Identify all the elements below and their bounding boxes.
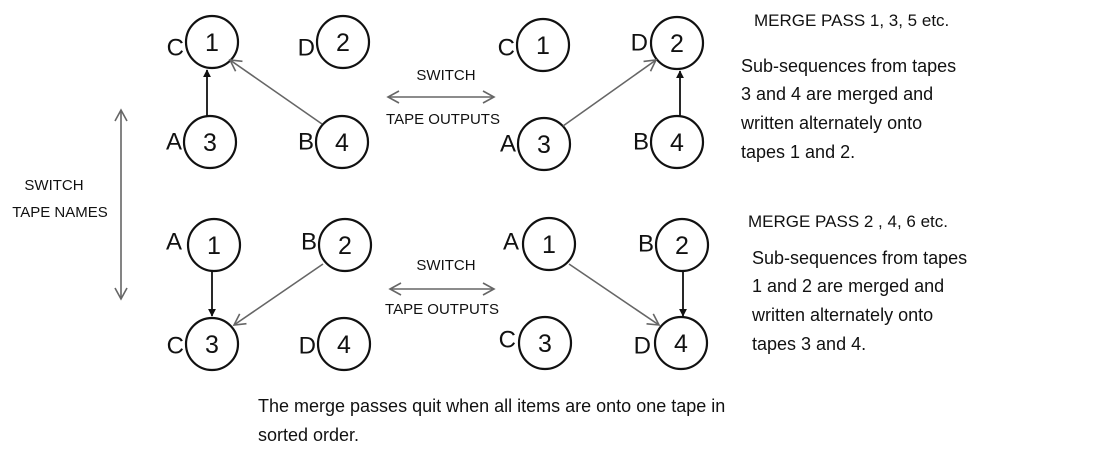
tape-label: D	[631, 30, 648, 57]
tape-number: 1	[542, 231, 556, 259]
pass2-desc-line: tapes 3 and 4.	[752, 334, 866, 354]
switch-tape-outputs-top: SWITCH TAPE OUTPUTS	[386, 67, 500, 128]
tape-circle	[516, 116, 572, 172]
tape-number: 4	[337, 331, 351, 359]
tape-circle	[316, 316, 372, 372]
tape-number: 2	[670, 30, 684, 58]
tape-label: C	[499, 327, 516, 354]
tape-label: C	[167, 35, 184, 62]
tape-label: B	[301, 229, 317, 256]
tape-label: B	[298, 129, 314, 156]
tape-number: 1	[536, 32, 550, 60]
tape-circle	[314, 114, 370, 170]
pass1-desc-line: Sub-sequences from tapes	[741, 56, 956, 76]
switch-label: SWITCH	[416, 67, 475, 84]
pass1-before-group: 1 C 2 D 3 A 4 B	[166, 14, 371, 170]
tape-label: A	[503, 229, 519, 256]
tape-label: C	[498, 35, 515, 62]
tape-number: 1	[205, 29, 219, 57]
tape-circle	[517, 315, 573, 371]
tape-circle	[515, 17, 571, 73]
tape-label: A	[500, 131, 516, 158]
merge-arrow	[562, 59, 658, 127]
pass2-after-group: 1 A 2 B 3 C 4 D	[499, 216, 710, 371]
tape-number: 2	[338, 232, 352, 260]
tape-label: D	[634, 333, 651, 360]
footer-line: The merge passes quit when all items are…	[258, 396, 725, 416]
tape-number: 4	[674, 330, 688, 358]
tape-label: C	[167, 333, 184, 360]
tape-circle	[521, 216, 577, 272]
tape-circle	[182, 114, 238, 170]
switch-tape-outputs-bottom: SWITCH TAPE OUTPUTS	[385, 257, 499, 318]
tape-number: 2	[336, 29, 350, 57]
tape-circle	[317, 217, 373, 273]
switch-label: TAPE OUTPUTS	[385, 301, 499, 318]
switch-label: TAPE OUTPUTS	[386, 111, 500, 128]
pass2-desc-line: Sub-sequences from tapes	[752, 248, 967, 268]
tape-circle	[186, 217, 242, 273]
tape-label: D	[298, 35, 315, 62]
pass1-desc-line: 3 and 4 are merged and	[741, 84, 933, 104]
tape-circle	[315, 14, 371, 70]
switch-names-label: SWITCH	[24, 177, 83, 194]
tape-circle	[653, 315, 709, 371]
tape-label: D	[299, 333, 316, 360]
switch-tape-names: SWITCH TAPE NAMES	[12, 108, 128, 301]
pass2-desc-line: 1 and 2 are merged and	[752, 276, 944, 296]
tape-number: 3	[537, 131, 551, 159]
pass2-title: MERGE PASS 2 , 4, 6 etc.	[748, 212, 948, 231]
pass1-title: MERGE PASS 1, 3, 5 etc.	[754, 11, 949, 30]
pass2-before-group: 1 A 2 B 3 C 4 D	[166, 217, 373, 372]
tape-number: 3	[203, 129, 217, 157]
tape-number: 2	[675, 232, 689, 260]
tape-circle	[649, 15, 705, 71]
footer-note: The merge passes quit when all items are…	[258, 396, 725, 445]
tape-label: A	[166, 129, 182, 156]
pass2-desc-line: written alternately onto	[751, 305, 933, 325]
merge-arrow	[228, 59, 323, 125]
tape-label: B	[633, 129, 649, 156]
tape-number: 3	[538, 330, 552, 358]
tape-circle	[654, 217, 710, 273]
merge-arrow	[568, 263, 661, 326]
pass1-after-group: 1 C 2 D 3 A 4 B	[498, 15, 705, 172]
pass1-desc-line: written alternately onto	[740, 113, 922, 133]
footer-line: sorted order.	[258, 425, 359, 445]
tape-circle	[184, 316, 240, 372]
tape-label: B	[638, 231, 654, 258]
tape-circle	[649, 114, 705, 170]
tape-number: 4	[670, 129, 684, 157]
tape-label: A	[166, 229, 182, 256]
merge-arrow	[232, 263, 324, 326]
tape-number: 4	[335, 129, 349, 157]
pass1-notes: MERGE PASS 1, 3, 5 etc. Sub-sequences fr…	[740, 11, 956, 162]
tape-number: 3	[205, 331, 219, 359]
switch-label: SWITCH	[416, 257, 475, 274]
pass2-notes: MERGE PASS 2 , 4, 6 etc. Sub-sequences f…	[748, 212, 967, 354]
switch-names-label: TAPE NAMES	[12, 204, 108, 221]
tape-number: 1	[207, 232, 221, 260]
pass1-desc-line: tapes 1 and 2.	[741, 142, 855, 162]
tape-circle	[184, 14, 240, 70]
